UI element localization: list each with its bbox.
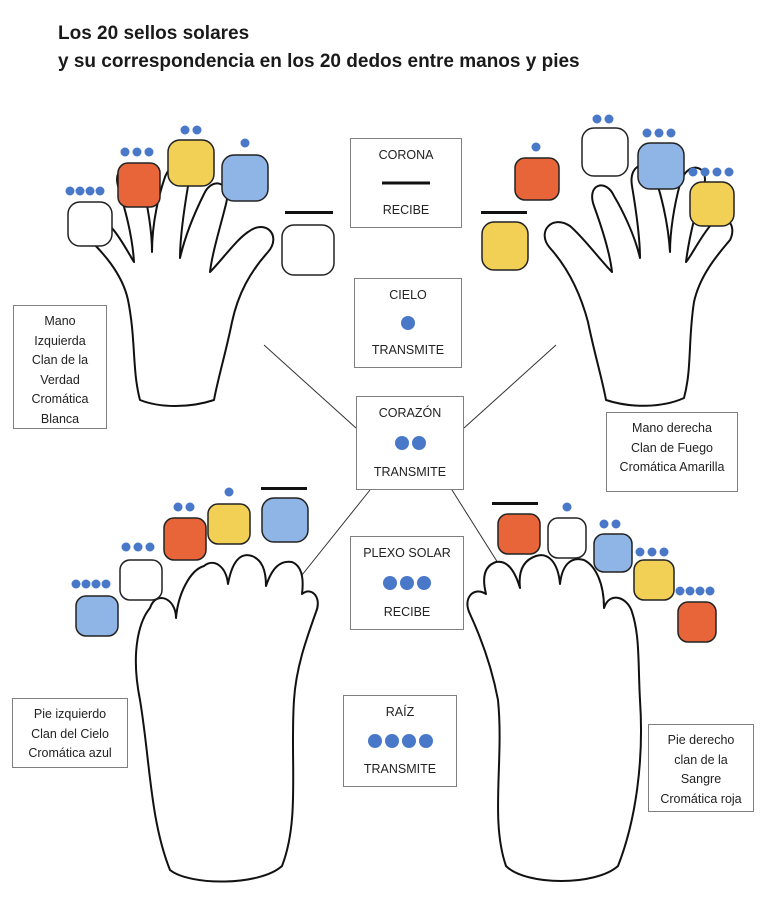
chakra-action: TRANSMITE	[373, 465, 447, 479]
connector-right-hand	[463, 344, 557, 429]
right-foot-outline	[466, 554, 642, 882]
seal-bars	[261, 211, 538, 505]
label-line: Pie derecho	[667, 733, 735, 747]
chakra-dots	[344, 734, 456, 748]
seal-right-hand-4	[689, 181, 735, 227]
bar-right-foot	[492, 502, 538, 505]
page-title: Los 20 sellos solares y su correspondenc…	[58, 20, 580, 76]
seal-left-foot-2	[163, 517, 207, 561]
chakra-box-plexo-solar: PLEXO SOLAR RECIBE	[350, 536, 464, 630]
chakra-name: RAÍZ	[385, 705, 415, 719]
chakra-dots	[351, 576, 463, 590]
bar-left-hand	[285, 211, 333, 214]
seals-right-foot	[497, 513, 717, 643]
seal-left-foot-13	[261, 497, 309, 543]
chakra-name: CORONA	[378, 148, 434, 162]
seal-dots	[65, 114, 734, 596]
chakra-name: CIELO	[389, 288, 427, 302]
label-line: Cromática azul	[28, 746, 112, 760]
label-line: Sangre	[680, 772, 722, 786]
label-line: Cromática roja	[660, 791, 742, 806]
seal-right-foot-1	[547, 517, 587, 559]
label-line: Cromática Amarilla	[619, 460, 725, 474]
chakra-marker-bar	[351, 181, 461, 185]
seal-left-foot-3	[119, 559, 163, 601]
seal-left-hand-3	[117, 162, 161, 208]
chakra-action: RECIBE	[382, 203, 430, 217]
chakra-name: CORAZÓN	[378, 406, 442, 420]
chakra-action: TRANSMITE	[371, 343, 445, 357]
seal-left-hand-1	[221, 154, 269, 202]
label-line: Mano derecha	[632, 421, 712, 435]
seals-left-hand	[67, 139, 335, 276]
bar-left-foot	[261, 487, 307, 490]
title-line-2: y su correspondencia en los 20 dedos ent…	[58, 51, 580, 72]
chakra-action: TRANSMITE	[363, 762, 437, 776]
bar-right-hand	[481, 211, 527, 214]
label-line: Verdad	[40, 372, 80, 387]
connector-lines	[263, 344, 557, 591]
seal-right-hand-2	[581, 127, 629, 177]
label-line: Clan de la	[31, 353, 89, 367]
label-line: Pie izquierdo	[33, 707, 107, 721]
left-foot-outline	[134, 554, 319, 883]
chakra-box-raiz: RAÍZ TRANSMITE	[343, 695, 457, 787]
label-line: Clan de Fuego	[630, 440, 713, 455]
label-line: Mano	[44, 314, 76, 328]
label-left-hand: Mano Izquierda Clan de la Verdad Cromáti…	[13, 305, 107, 429]
label-left-foot: Pie izquierdo Clan del Cielo Cromática a…	[12, 698, 128, 768]
seal-right-foot-3	[633, 559, 675, 601]
chakra-action: RECIBE	[383, 605, 431, 619]
seal-left-hand-13	[281, 224, 335, 276]
seal-left-hand-4	[67, 201, 113, 247]
chakra-box-corona: CORONA RECIBE	[350, 138, 462, 228]
seal-right-hand-13	[481, 221, 529, 271]
connector-left-hand	[263, 344, 357, 429]
seal-left-hand-2	[167, 139, 215, 187]
label-line: Izquierda	[34, 333, 86, 348]
seal-left-foot-4	[75, 595, 119, 637]
seals-right-hand	[481, 127, 735, 271]
seal-left-foot-1	[207, 503, 251, 545]
label-line: Cromática	[31, 392, 89, 406]
label-line: clan de la	[674, 752, 728, 767]
seal-right-hand-3	[637, 142, 685, 190]
title-line-1: Los 20 sellos solares	[58, 23, 250, 44]
connector-left-foot	[289, 489, 371, 591]
seals-left-foot	[75, 497, 309, 637]
chakra-dots	[357, 436, 463, 450]
seal-right-hand-1	[514, 157, 560, 201]
label-line: Clan del Cielo	[31, 726, 109, 741]
chakra-dots	[355, 316, 461, 330]
label-right-foot: Pie derecho clan de la Sangre Cromática …	[648, 724, 754, 812]
seal-right-foot-4	[677, 601, 717, 643]
chakra-box-cielo: CIELO TRANSMITE	[354, 278, 462, 368]
seal-right-foot-13	[497, 513, 541, 555]
chakra-name: PLEXO SOLAR	[363, 546, 451, 560]
label-right-hand: Mano derecha Clan de Fuego Cromática Ama…	[606, 412, 738, 492]
seal-right-foot-2	[593, 533, 633, 573]
label-line: Blanca	[40, 411, 80, 426]
chakra-box-corazon: CORAZÓN TRANSMITE	[356, 396, 464, 490]
